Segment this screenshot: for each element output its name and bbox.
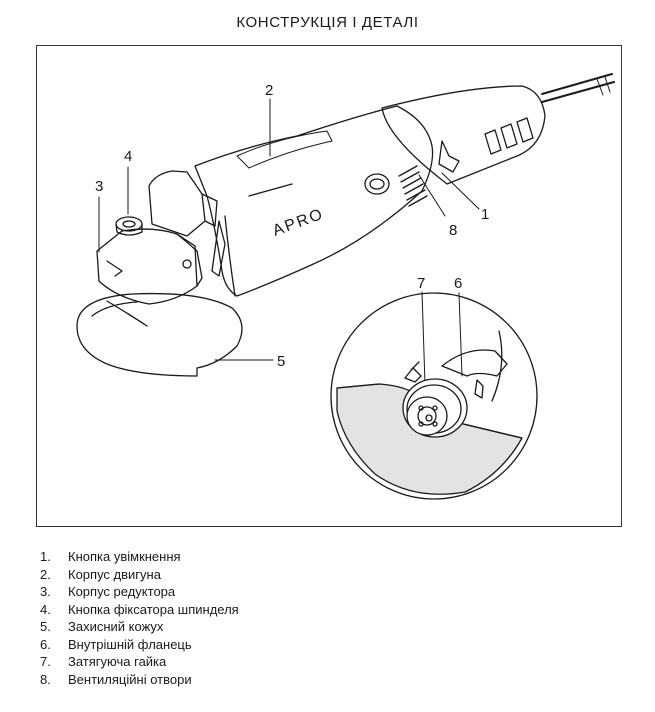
brand-logo: APRO — [271, 206, 327, 240]
callout-1: 1 — [481, 206, 489, 223]
legend-item: 2.Корпус двигуна — [40, 566, 161, 582]
callout-6: 6 — [454, 275, 462, 292]
protective-guard — [76, 292, 243, 377]
callout-3: 3 — [95, 178, 103, 195]
callout-2: 2 — [265, 82, 273, 99]
page-title: КОНСТРУКЦІЯ І ДЕТАЛІ — [236, 14, 419, 31]
detail-inset — [330, 292, 538, 500]
rear-handle — [381, 85, 546, 185]
parts-legend: 1.Кнопка увімкнення 2.Корпус двигуна 3.К… — [40, 548, 239, 688]
power-cord — [541, 73, 615, 103]
legend-item: 8.Вентиляційні отвори — [40, 671, 192, 687]
diagram-frame: 2 4 3 1 8 5 7 6 APRO — [36, 45, 622, 527]
callout-7: 7 — [417, 275, 425, 292]
callout-4: 4 — [124, 148, 132, 165]
gearbox-front — [96, 220, 226, 305]
gear-housing-top — [148, 170, 218, 237]
legend-item: 4.Кнопка фіксатора шпинделя — [40, 601, 239, 617]
callout-5: 5 — [277, 353, 285, 370]
legend-item: 3.Корпус редуктора — [40, 584, 176, 599]
leader-lines — [98, 98, 480, 385]
spindle-lock-button — [115, 216, 143, 236]
legend-item: 7.Затягуюча гайка — [40, 654, 167, 669]
legend-item: 5.Захисний кожух — [40, 619, 164, 634]
callout-8: 8 — [449, 222, 457, 239]
motor-housing — [194, 105, 460, 297]
legend-item: 1.Кнопка увімкнення — [40, 549, 181, 564]
legend-item: 6.Внутрішній фланець — [40, 636, 192, 652]
angle-grinder-illustration: 2 4 3 1 8 5 7 6 APRO — [76, 73, 615, 500]
callout-labels: 2 4 3 1 8 5 7 6 APRO — [95, 82, 489, 370]
